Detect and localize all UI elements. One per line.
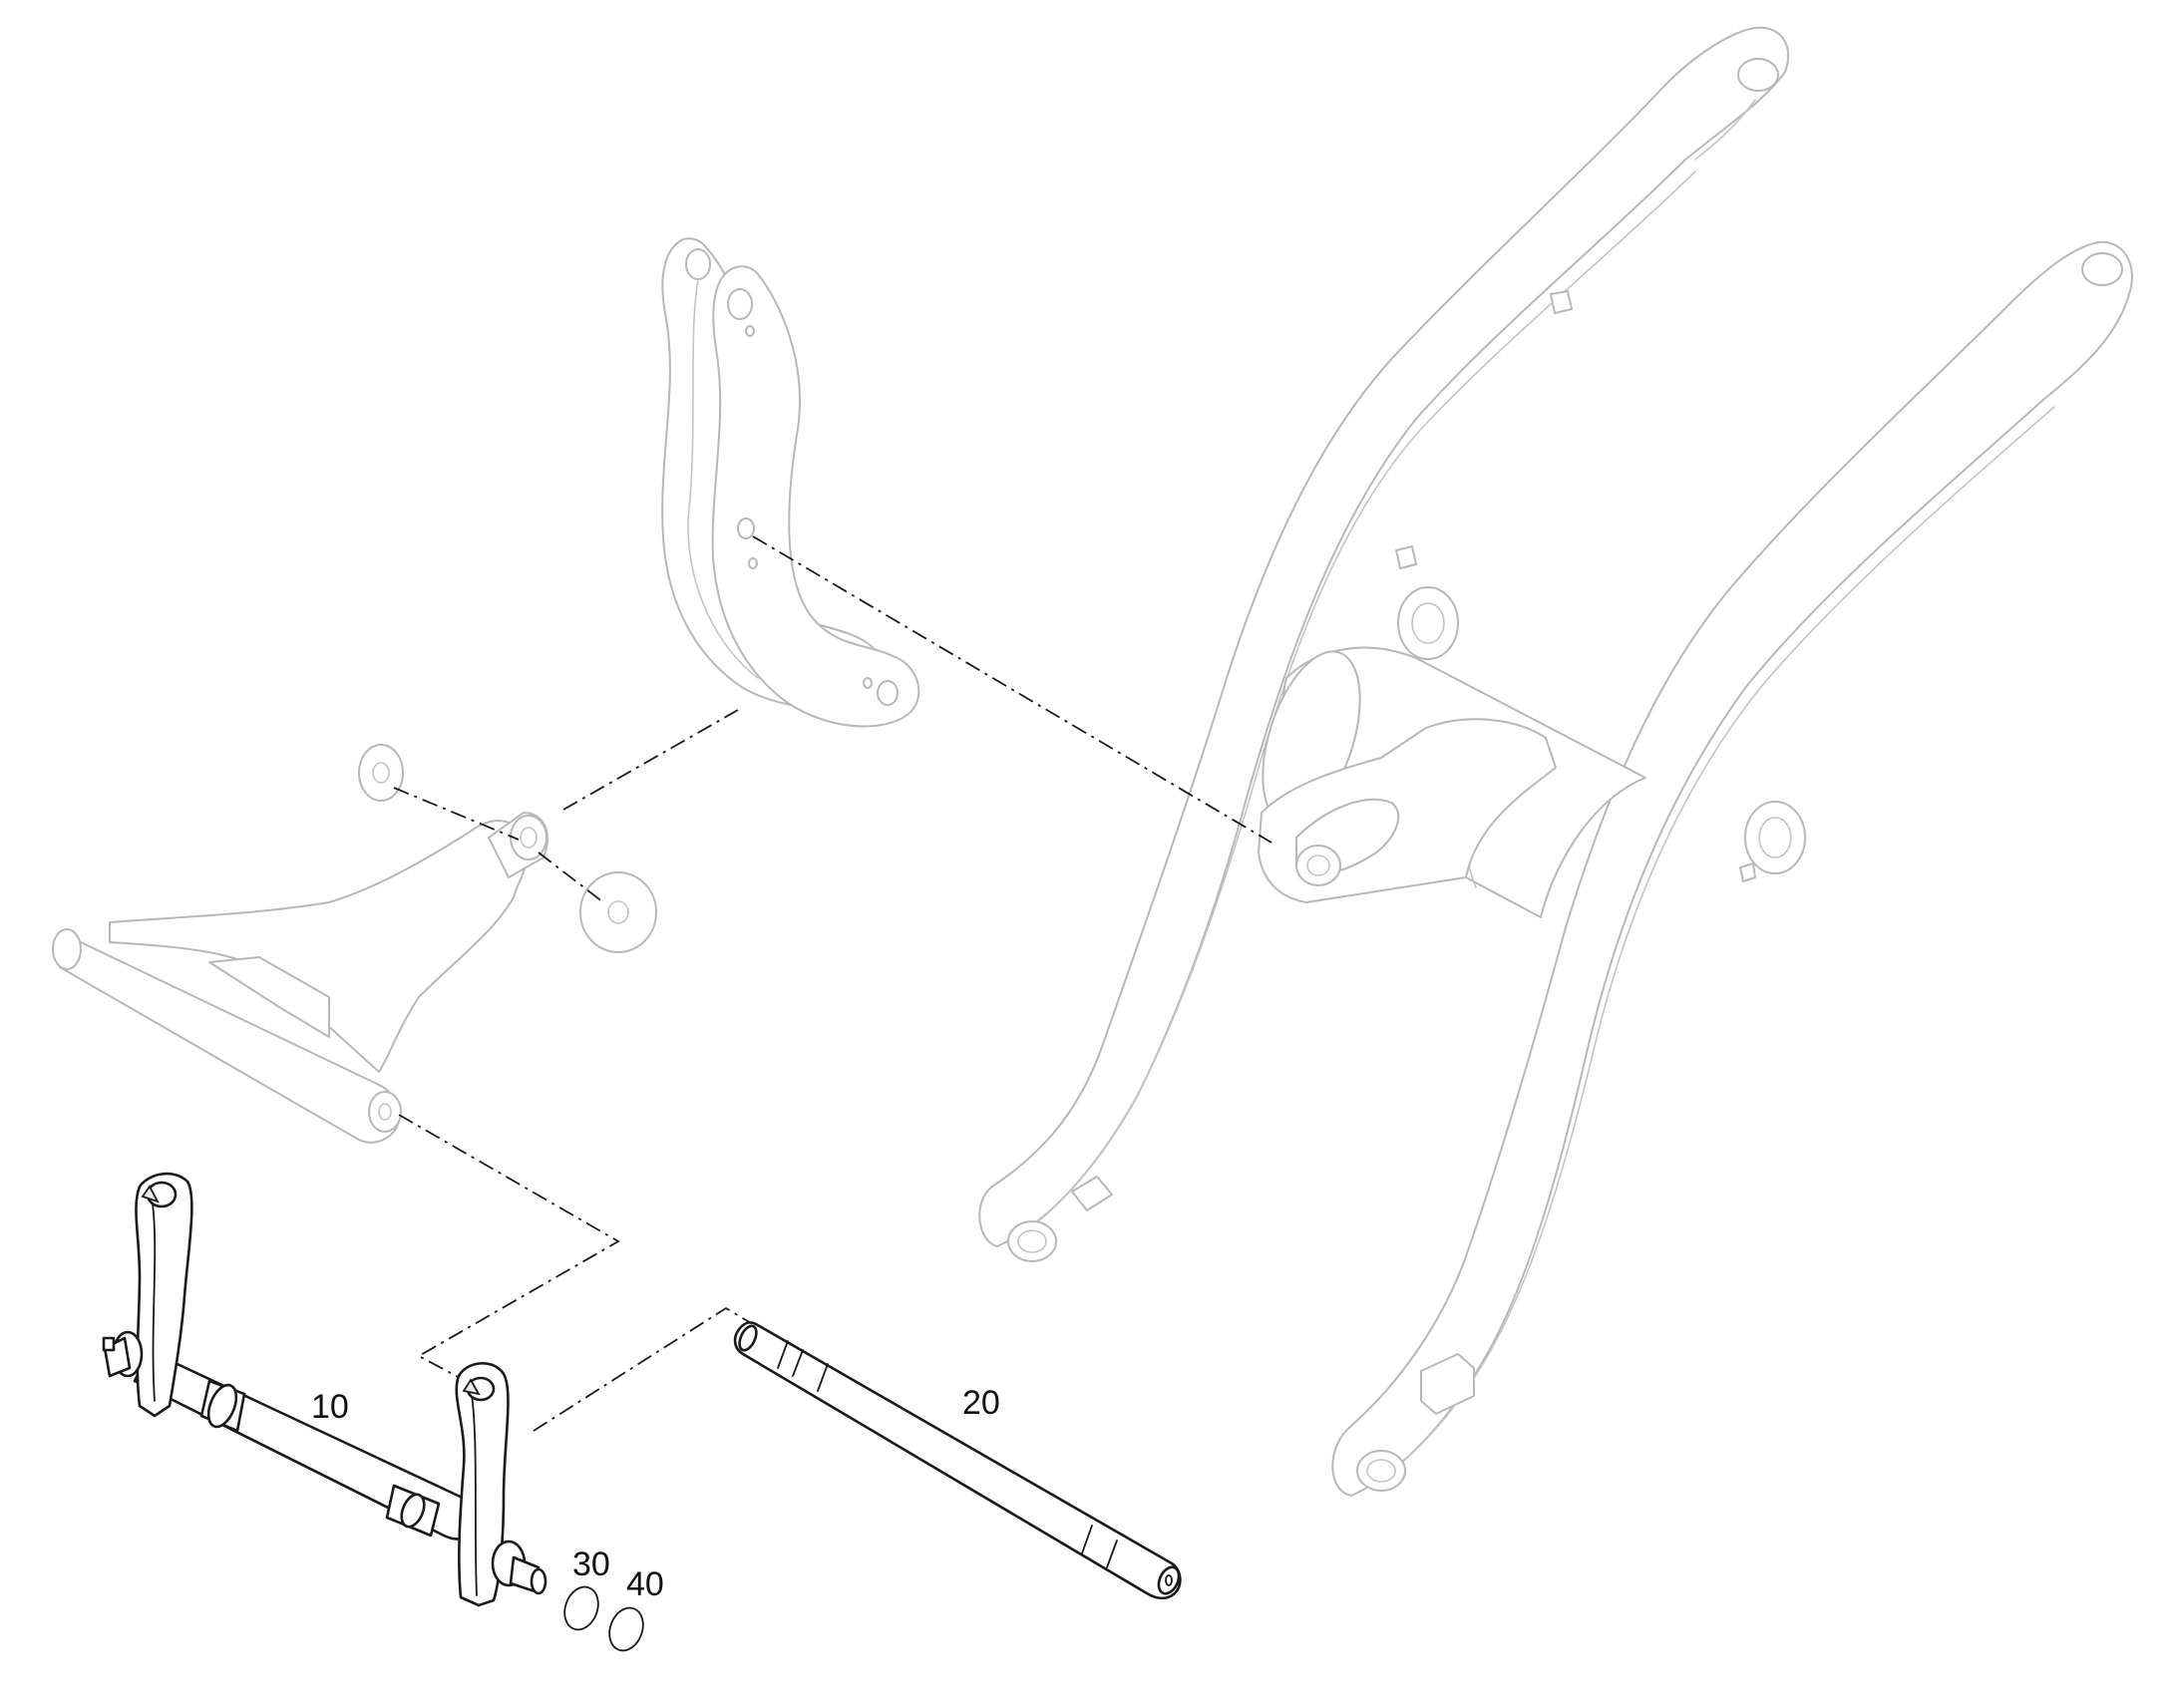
link-assembly: [52, 744, 657, 1144]
callout-30: 30: [572, 1545, 610, 1583]
right-arm-upper-eye: [2081, 252, 2123, 286]
callout-10: 10: [311, 1388, 349, 1426]
callout-40: 40: [626, 1565, 664, 1603]
part-40-ring[interactable]: [603, 1603, 648, 1655]
part-20-pin[interactable]: [733, 1321, 1183, 1600]
leader-lines: [393, 535, 1272, 1432]
right-arm-lower-eye: [1356, 1450, 1406, 1492]
link-washer-upper: [358, 744, 404, 802]
leader-link-to-washer: [538, 852, 604, 903]
bell-crank: [661, 237, 920, 728]
leader-washer-to-link: [393, 787, 520, 841]
leader-bellcrank-to-bracket: [752, 535, 1272, 844]
link-body: [109, 820, 529, 1073]
left-arm-pivot-boss: [1397, 586, 1459, 660]
link-washer-lower: [579, 871, 657, 953]
leader-link-to-bellcrank: [562, 709, 739, 811]
left-lever-arm: [135, 1172, 193, 1418]
bell-crank-top-hole: [727, 288, 753, 320]
lift-arm-frame: [978, 26, 2133, 1497]
leader-tube-to-shaft: [398, 1114, 620, 1389]
right-arm-pivot-boss: [1744, 801, 1806, 874]
part-30-ring[interactable]: [558, 1582, 603, 1634]
bell-crank-center-hole: [737, 517, 755, 539]
pin-end: [1157, 1565, 1181, 1595]
right-arm-stop-block: [1420, 1353, 1475, 1415]
bell-crank-lower-hole: [877, 680, 899, 706]
left-arm-lower-eye: [1007, 1220, 1057, 1262]
right-lift-arm: [1331, 240, 2133, 1497]
left-lift-arm: [978, 26, 1790, 1247]
part-10-lever-shaft-assembly[interactable]: [102, 1172, 547, 1607]
bell-crank-front-plate: [711, 265, 920, 728]
leader-pin-to-lever: [533, 1306, 757, 1432]
link-tube-end: [52, 928, 82, 970]
left-arm-upper-eye: [1737, 58, 1779, 92]
callout-20: 20: [962, 1384, 1000, 1422]
pin-body: [733, 1321, 1182, 1600]
